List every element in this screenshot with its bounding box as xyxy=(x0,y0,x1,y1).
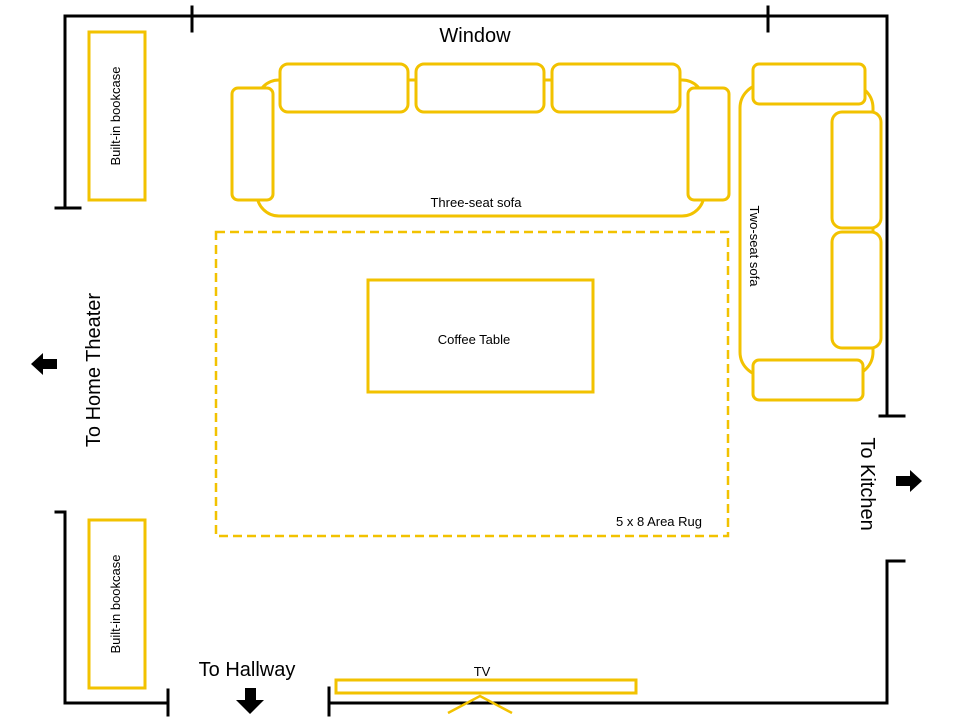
area-rug xyxy=(214,230,730,538)
sofa-arm-left xyxy=(230,86,275,202)
three-seat-sofa-label: Three-seat sofa xyxy=(430,195,522,210)
bookcase-bottom-label: Built-in bookcase xyxy=(108,555,123,654)
wall-top-left xyxy=(63,14,889,418)
bookcase-bottom xyxy=(87,518,147,690)
sofa-cushion-1 xyxy=(278,62,410,114)
bookcase-top xyxy=(87,30,147,202)
coffee-table xyxy=(366,278,595,394)
sofa-cushion-2 xyxy=(414,62,546,114)
two-seat-cushion-2 xyxy=(830,230,883,350)
to-home-theater-label: To Home Theater xyxy=(83,293,105,447)
arrow-left-icon xyxy=(31,353,57,375)
area-rug-label: 5 x 8 Area Rug xyxy=(616,514,702,529)
sofa-cushion-3 xyxy=(550,62,682,114)
wall-bottom-right xyxy=(327,559,906,705)
to-kitchen-label: To Kitchen xyxy=(856,437,878,530)
wall-bottom-left xyxy=(54,510,170,705)
coffee-table-label: Coffee Table xyxy=(438,332,511,347)
sofa-arm-right xyxy=(686,86,731,202)
walls xyxy=(54,5,906,717)
two-seat-sofa-label: Two-seat sofa xyxy=(747,206,762,288)
bookcase-top-label: Built-in bookcase xyxy=(108,67,123,166)
tv-stand xyxy=(447,694,513,715)
to-hallway-label: To Hallway xyxy=(199,659,296,681)
arrow-right-icon xyxy=(896,470,922,492)
window-label: Window xyxy=(439,25,511,47)
two-seat-cushion-1 xyxy=(830,110,883,230)
tv: TV xyxy=(334,664,638,715)
two-seat-arm-bottom xyxy=(751,358,865,402)
tv-console xyxy=(334,678,638,695)
three-seat-sofa: Three-seat sofa xyxy=(230,62,731,218)
tv-label: TV xyxy=(474,664,491,679)
two-seat-sofa: Two-seat sofa xyxy=(738,62,883,402)
arrow-down-icon xyxy=(236,688,264,714)
two-seat-arm-top xyxy=(751,62,867,106)
